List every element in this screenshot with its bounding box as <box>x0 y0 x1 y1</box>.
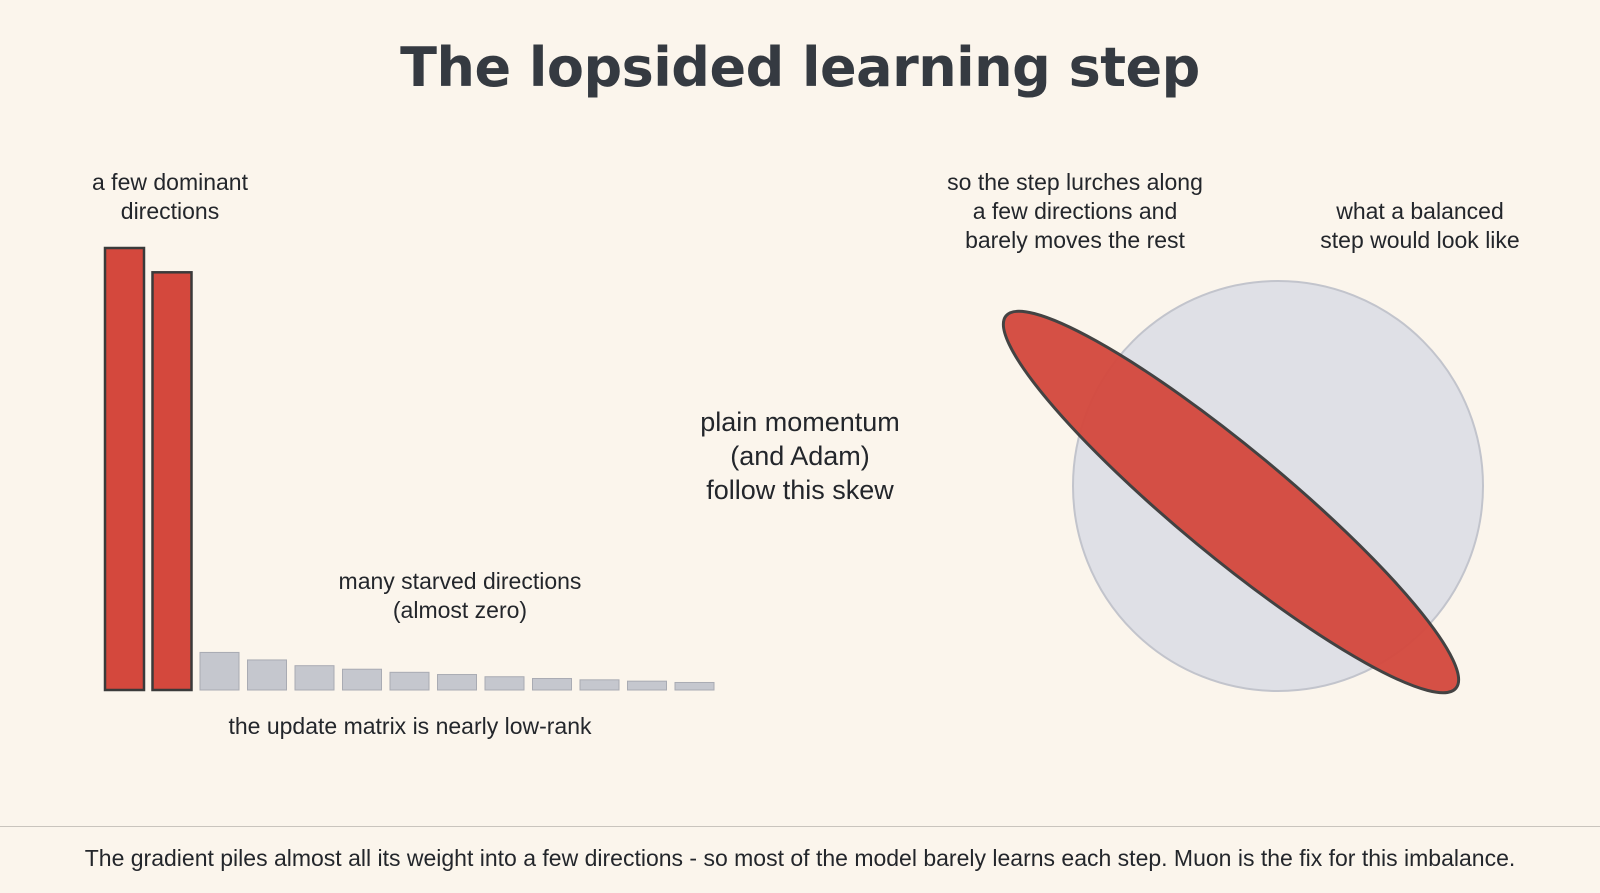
starved-direction-bar <box>532 678 572 691</box>
footer-divider <box>0 826 1600 827</box>
page-title: The lopsided learning step <box>400 36 1200 99</box>
footer-caption: The gradient piles almost all its weight… <box>84 845 1516 871</box>
starved-direction-bar <box>484 676 525 691</box>
starved-direction-bar <box>579 679 620 691</box>
starved-direction-bar <box>437 674 477 691</box>
singular-value-bars <box>103 246 715 692</box>
lurch-label: so the step lurches along a few directio… <box>947 169 1203 253</box>
momentum-label: plain momentum (and Adam) follow this sk… <box>700 407 900 505</box>
starved-direction-bar <box>247 659 287 691</box>
starved-direction-bar <box>342 668 382 691</box>
starved-direction-bar <box>389 671 430 691</box>
starved-directions-label: many starved directions (almost zero) <box>338 568 582 623</box>
dominant-direction-bar <box>151 271 193 692</box>
balanced-step-label: what a balanced step would look like <box>1320 198 1520 253</box>
dominant-direction-bar <box>103 246 146 692</box>
starved-direction-bar <box>199 651 240 691</box>
starved-direction-bar <box>294 665 335 691</box>
starved-direction-bar <box>674 681 715 691</box>
low-rank-caption: the update matrix is nearly low-rank <box>228 713 592 739</box>
skewed-step-ellipse <box>1001 309 1461 695</box>
starved-direction-bar <box>627 680 667 691</box>
dominant-directions-label: a few dominant directions <box>92 169 248 224</box>
